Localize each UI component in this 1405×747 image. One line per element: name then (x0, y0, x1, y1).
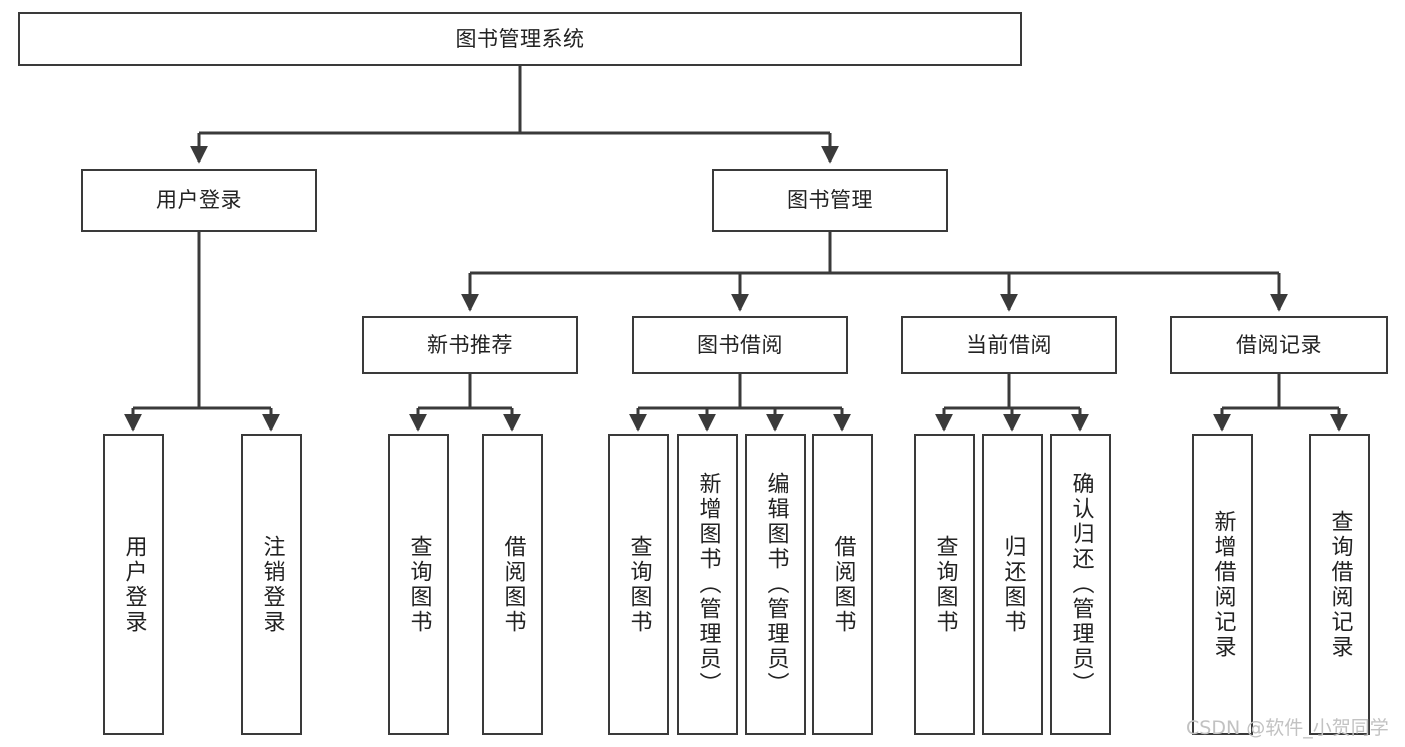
node-leaf-edit-book-label: 编辑图书（管理员） (763, 472, 789, 697)
node-leaf-logout[interactable]: 注销登录 (241, 434, 302, 735)
node-book-management-label: 图书管理 (787, 188, 873, 213)
node-leaf-query-record[interactable]: 查询借阅记录 (1309, 434, 1370, 735)
node-leaf-query-book-2[interactable]: 查询图书 (608, 434, 669, 735)
node-leaf-add-record[interactable]: 新增借阅记录 (1192, 434, 1253, 735)
node-leaf-borrow-book-2[interactable]: 借阅图书 (812, 434, 873, 735)
node-borrow-record-label: 借阅记录 (1236, 332, 1322, 357)
node-leaf-query-book-1[interactable]: 查询图书 (388, 434, 449, 735)
node-new-book-recommend-label: 新书推荐 (427, 332, 513, 357)
node-leaf-query-book-3-label: 查询图书 (932, 534, 958, 635)
node-user-login-label: 用户登录 (156, 188, 242, 213)
csdn-watermark: CSDN @软件_小贺同学 (1186, 717, 1389, 739)
node-leaf-query-book-1-label: 查询图书 (406, 534, 432, 635)
node-leaf-user-login-label: 用户登录 (121, 534, 147, 635)
node-leaf-add-book[interactable]: 新增图书（管理员） (677, 434, 738, 735)
node-book-management[interactable]: 图书管理 (712, 169, 948, 232)
node-leaf-user-login[interactable]: 用户登录 (103, 434, 164, 735)
node-leaf-add-book-label: 新增图书（管理员） (695, 472, 721, 697)
node-leaf-borrow-book-2-label: 借阅图书 (830, 534, 856, 635)
node-root[interactable]: 图书管理系统 (18, 12, 1022, 66)
node-leaf-borrow-book-1-label: 借阅图书 (500, 534, 526, 635)
node-leaf-return-book-label: 归还图书 (1000, 534, 1026, 635)
node-user-login[interactable]: 用户登录 (81, 169, 317, 232)
node-leaf-query-record-label: 查询借阅记录 (1327, 509, 1353, 660)
node-leaf-return-book[interactable]: 归还图书 (982, 434, 1043, 735)
node-leaf-confirm-return[interactable]: 确认归还（管理员） (1050, 434, 1111, 735)
node-leaf-edit-book[interactable]: 编辑图书（管理员） (745, 434, 806, 735)
node-leaf-add-record-label: 新增借阅记录 (1210, 509, 1236, 660)
node-leaf-confirm-return-label: 确认归还（管理员） (1068, 472, 1094, 697)
node-root-label: 图书管理系统 (455, 26, 585, 51)
node-current-borrow[interactable]: 当前借阅 (901, 316, 1117, 374)
node-book-borrow-label: 图书借阅 (697, 332, 783, 357)
node-borrow-record[interactable]: 借阅记录 (1170, 316, 1388, 374)
node-leaf-logout-label: 注销登录 (259, 534, 285, 635)
node-leaf-borrow-book-1[interactable]: 借阅图书 (482, 434, 543, 735)
node-leaf-query-book-2-label: 查询图书 (626, 534, 652, 635)
node-current-borrow-label: 当前借阅 (966, 332, 1052, 357)
node-new-book-recommend[interactable]: 新书推荐 (362, 316, 578, 374)
node-book-borrow[interactable]: 图书借阅 (632, 316, 848, 374)
node-leaf-query-book-3[interactable]: 查询图书 (914, 434, 975, 735)
